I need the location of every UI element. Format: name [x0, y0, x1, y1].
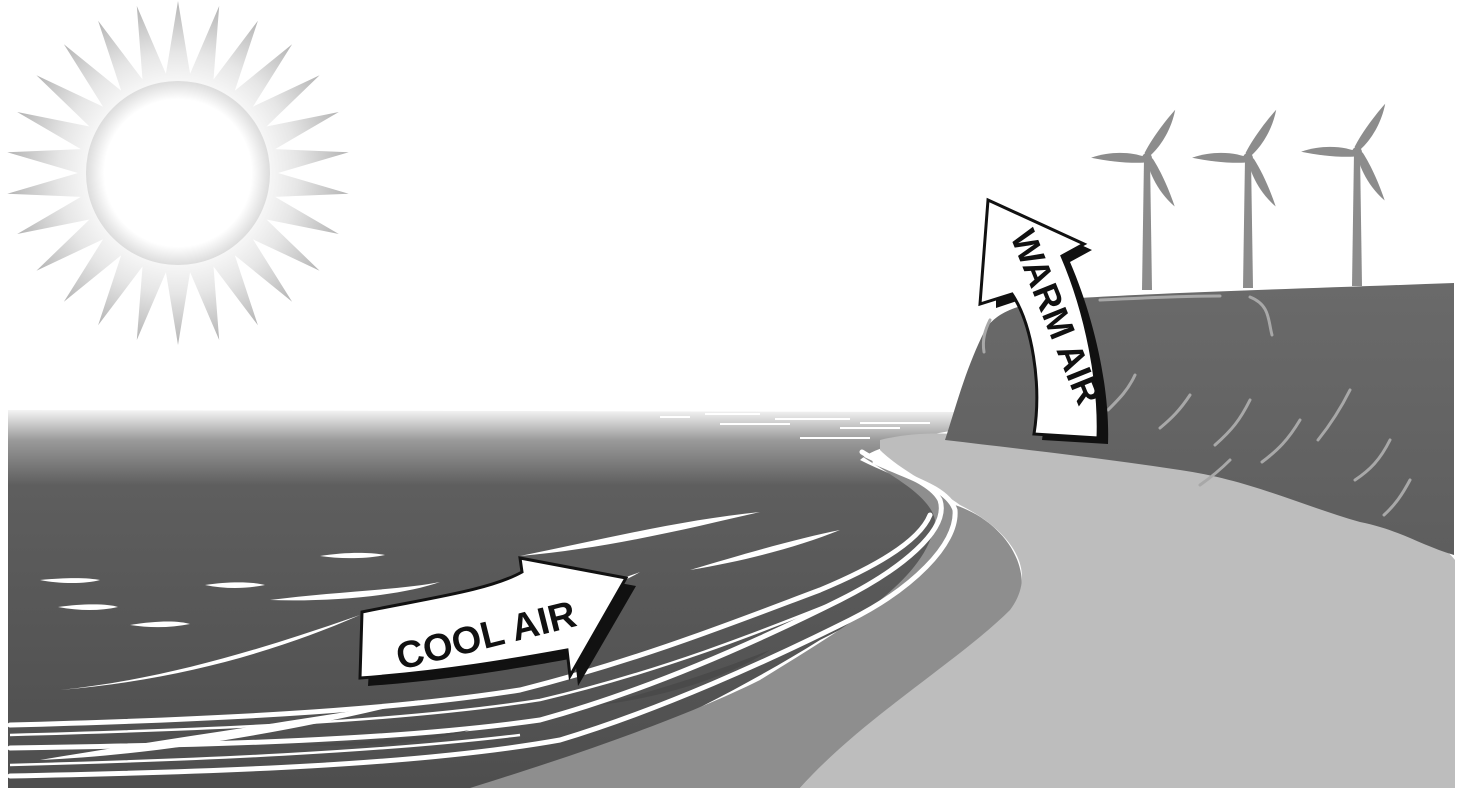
- wind-turbine-icon: [1301, 99, 1396, 286]
- wind-turbine-icon: [1091, 105, 1186, 290]
- wind-turbines: [1091, 99, 1396, 290]
- sun-icon: [7, 1, 348, 345]
- wind-turbine-icon: [1192, 105, 1287, 288]
